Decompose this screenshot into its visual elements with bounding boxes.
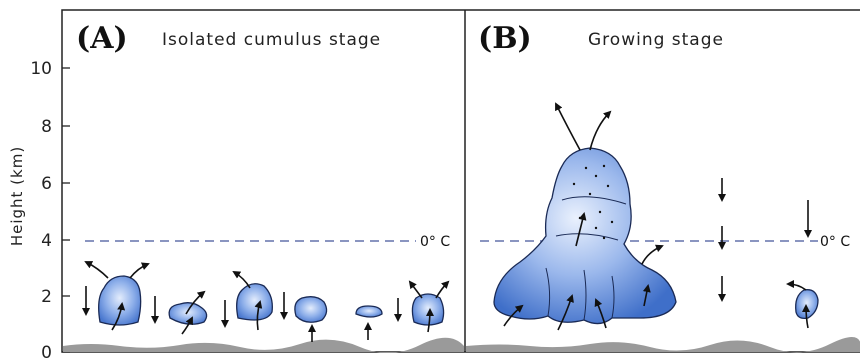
plot-frame xyxy=(61,9,860,353)
panel-b-title: Growing stage xyxy=(588,30,724,50)
y-tick-8: 8 xyxy=(41,117,52,137)
panel-a-title: Isolated cumulus stage xyxy=(162,30,381,50)
cumulus-cloud-4 xyxy=(294,296,328,323)
panel-b-clouds xyxy=(493,102,819,331)
y-tick-10: 10 xyxy=(30,59,52,79)
isotherm-label-a: 0° C xyxy=(420,234,450,250)
cumulus-cloud-2 xyxy=(168,302,208,325)
cumulus-cloud-3 xyxy=(236,283,273,321)
y-tick-0: 0 xyxy=(41,343,52,360)
panel-b-letter: (B) xyxy=(478,21,532,56)
y-tick-2: 2 xyxy=(41,287,52,307)
panel-a-letter: (A) xyxy=(76,21,128,56)
y-tick-4: 4 xyxy=(41,231,52,251)
isotherm-label-b: 0° C xyxy=(820,234,850,250)
growing-cumulus-cloud xyxy=(493,147,677,325)
y-axis: 0 2 4 6 8 10 Height (km) xyxy=(8,59,70,360)
cumulus-cloud-1 xyxy=(98,275,142,326)
ground-b xyxy=(466,337,860,353)
y-axis-title: Height (km) xyxy=(8,146,26,246)
panel-a-clouds xyxy=(82,261,450,343)
cumulus-cloud-6 xyxy=(411,293,445,326)
y-tick-6: 6 xyxy=(41,174,52,194)
cumulus-cloud-5 xyxy=(355,305,383,318)
ground-a xyxy=(63,337,464,354)
